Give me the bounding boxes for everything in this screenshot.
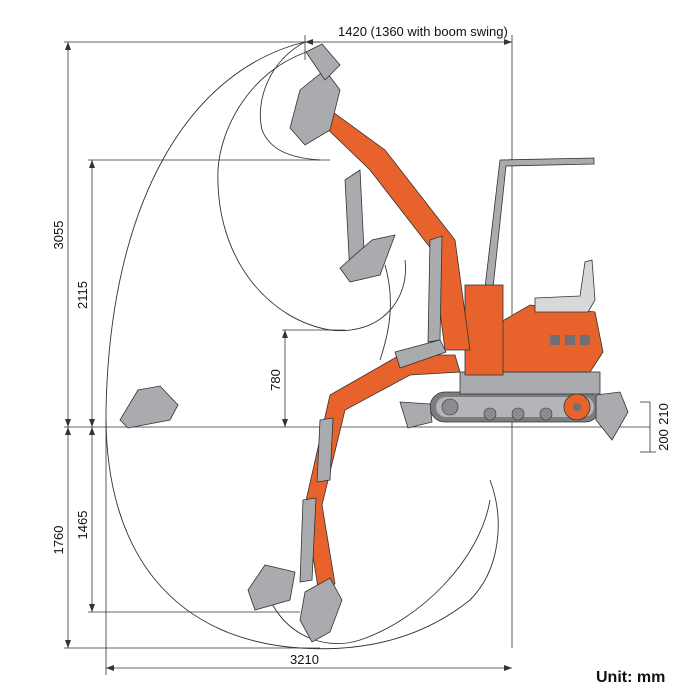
- bucket-lowered: [299, 577, 343, 643]
- dozer-blade: [399, 391, 629, 441]
- dim-swing-height-label: 780: [268, 369, 283, 391]
- dim-top-reach-label: 1420 (1360 with boom swing): [338, 24, 508, 39]
- bucket-max-reach: [119, 385, 179, 429]
- dim-max-height-label: 3055: [51, 221, 66, 250]
- arm-lowered: [247, 339, 461, 643]
- dimension-arrows: [65, 39, 512, 671]
- dim-max-dig-depth-label: 1760: [51, 526, 66, 555]
- working-range-envelope: [105, 41, 499, 650]
- operator-seat: [534, 259, 596, 313]
- dim-vertical-dig-depth-label: 1465: [75, 511, 90, 540]
- unit-label: Unit: mm: [596, 669, 665, 686]
- dim-blade-depth-label: 200: [656, 429, 671, 451]
- dim-max-reach-label: 3210: [290, 652, 319, 667]
- dim-blade-lift-label: 210: [656, 403, 671, 425]
- excavator-body: [399, 157, 629, 441]
- arm-raised: [289, 43, 471, 351]
- dimension-lines: [64, 35, 656, 675]
- dim-dump-height-label: 2115: [75, 281, 90, 309]
- crawler-track: [429, 391, 601, 423]
